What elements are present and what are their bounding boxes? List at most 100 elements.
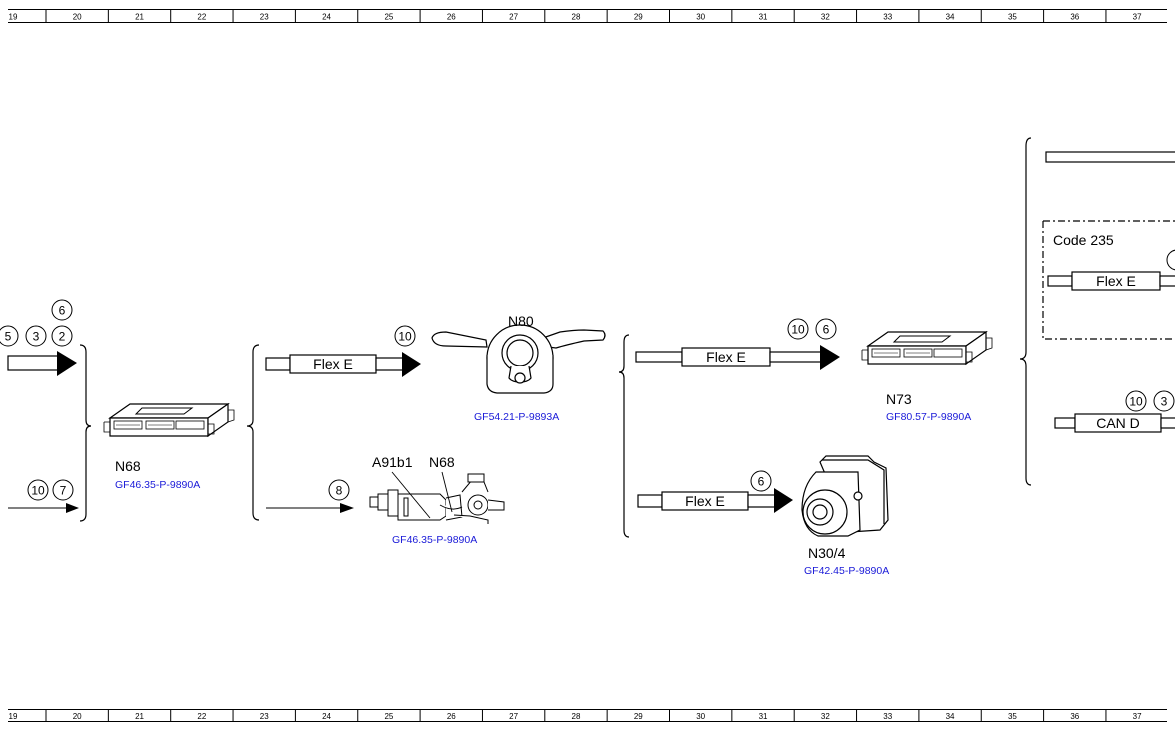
marker-partial-code235	[1166, 249, 1175, 271]
bracket-mid-left	[246, 344, 260, 521]
code-235-label: Code 235	[1053, 232, 1114, 248]
svg-text:5: 5	[5, 330, 12, 344]
svg-text:2: 2	[59, 330, 66, 344]
bottom-ruler-number: 20	[73, 712, 82, 721]
marker-6-top[interactable]: 6	[51, 299, 73, 321]
top-ruler-number: 37	[1133, 13, 1142, 22]
bottom-ruler-number: 31	[759, 712, 768, 721]
flex-e-label-3: Flex E	[706, 349, 746, 365]
svg-text:3: 3	[33, 330, 40, 344]
bottom-ruler-number: 37	[1133, 712, 1142, 721]
top-ruler-number: 35	[1008, 13, 1017, 22]
marker-2[interactable]: 2	[51, 325, 73, 347]
bracket-right	[1019, 137, 1032, 486]
svg-text:10: 10	[31, 484, 45, 498]
top-ruler-number: 24	[322, 13, 331, 22]
top-ruler-number: 22	[197, 13, 206, 22]
top-ruler-number: 27	[509, 13, 518, 22]
svg-text:8: 8	[336, 484, 343, 498]
thin-arrow-8	[266, 503, 354, 513]
top-ruler-number: 21	[135, 13, 144, 22]
flex-e-label-4: Flex E	[1096, 273, 1136, 289]
bottom-ruler-number: 23	[260, 712, 269, 721]
top-ruler-number: 19	[9, 13, 18, 22]
flex-e-bus-2: Flex E	[637, 488, 793, 513]
left-thin-arrow	[8, 503, 79, 513]
n73-label: N73	[886, 391, 912, 407]
marker-8[interactable]: 8	[328, 479, 350, 501]
bottom-ruler-number: 21	[135, 712, 144, 721]
marker-10-left[interactable]: 10	[27, 479, 49, 501]
n30-4-label: N30/4	[808, 545, 846, 561]
flex-e-bus-4: Flex E	[1047, 271, 1175, 291]
top-ruler-number: 20	[73, 13, 82, 22]
svg-text:6: 6	[823, 323, 830, 337]
top-ruler-number: 26	[447, 13, 456, 22]
flex-e-bus-1: Flex E	[265, 352, 421, 377]
svg-text:10: 10	[1129, 395, 1143, 409]
can-d-bus: CAN D	[1054, 413, 1175, 433]
top-ruler-number: 28	[572, 13, 581, 22]
flex-e-label-2: Flex E	[685, 493, 725, 509]
bottom-ruler-number: 26	[447, 712, 456, 721]
steering-column-image	[369, 473, 505, 524]
n30-4-module-image	[801, 455, 889, 537]
marker-3[interactable]: 3	[25, 325, 47, 347]
marker-6-flex2[interactable]: 6	[750, 470, 772, 492]
svg-text:7: 7	[60, 484, 67, 498]
svg-text:6: 6	[758, 475, 765, 489]
n73-ecu-image	[861, 331, 993, 365]
top-ruler-number: 25	[384, 13, 393, 22]
flex-e-bus-3: Flex E	[635, 345, 840, 370]
n68-ecu-image	[103, 403, 235, 437]
marker-6-flex3[interactable]: 6	[815, 318, 837, 340]
bottom-ruler-number: 27	[509, 712, 518, 721]
n73-ref-link[interactable]: GF80.57-P-9890A	[886, 411, 971, 423]
bottom-ruler-number: 28	[572, 712, 581, 721]
bottom-ruler-number: 35	[1008, 712, 1017, 721]
n68-ref-link[interactable]: GF46.35-P-9890A	[115, 479, 200, 491]
marker-10-flex1[interactable]: 10	[394, 325, 416, 347]
n80-ref-link[interactable]: GF54.21-P-9893A	[474, 411, 559, 423]
bottom-ruler-number: 19	[9, 712, 18, 721]
bracket-left	[79, 344, 92, 522]
n30-4-ref-link[interactable]: GF42.45-P-9890A	[804, 565, 889, 577]
steering-ref-link[interactable]: GF46.35-P-9890A	[392, 534, 477, 546]
bottom-ruler-number: 22	[197, 712, 206, 721]
n68-label: N68	[115, 458, 141, 474]
marker-5[interactable]: 5	[0, 325, 19, 347]
svg-text:3: 3	[1161, 395, 1168, 409]
a91b1-leader	[391, 471, 431, 519]
can-d-label: CAN D	[1096, 415, 1140, 431]
top-ruler-number: 29	[634, 13, 643, 22]
marker-10-can[interactable]: 10	[1125, 390, 1147, 412]
n68-leader	[441, 471, 453, 513]
bottom-ruler-number: 24	[322, 712, 331, 721]
top-ruler-number: 34	[946, 13, 955, 22]
left-thick-arrow	[7, 351, 77, 376]
marker-10-flex3[interactable]: 10	[787, 318, 809, 340]
right-top-bus	[1045, 151, 1175, 163]
a91b1-label: A91b1	[372, 454, 413, 470]
top-ruler-number: 31	[759, 13, 768, 22]
top-ruler-number: 30	[696, 13, 705, 22]
bottom-ruler-number: 33	[883, 712, 892, 721]
svg-text:6: 6	[59, 304, 66, 318]
bottom-ruler-number: 30	[696, 712, 705, 721]
n80-label: N80	[508, 313, 534, 329]
top-ruler-number: 23	[260, 13, 269, 22]
bottom-ruler-number: 36	[1070, 712, 1079, 721]
marker-3-can[interactable]: 3	[1153, 390, 1175, 412]
svg-text:10: 10	[398, 330, 412, 344]
bracket-mid	[618, 334, 630, 538]
bottom-ruler-number: 34	[946, 712, 955, 721]
bottom-ruler-number: 29	[634, 712, 643, 721]
marker-7[interactable]: 7	[52, 479, 74, 501]
top-ruler-number: 33	[883, 13, 892, 22]
top-ruler-number: 36	[1070, 13, 1079, 22]
flex-e-label-1: Flex E	[313, 356, 353, 372]
bottom-ruler-number: 25	[384, 712, 393, 721]
